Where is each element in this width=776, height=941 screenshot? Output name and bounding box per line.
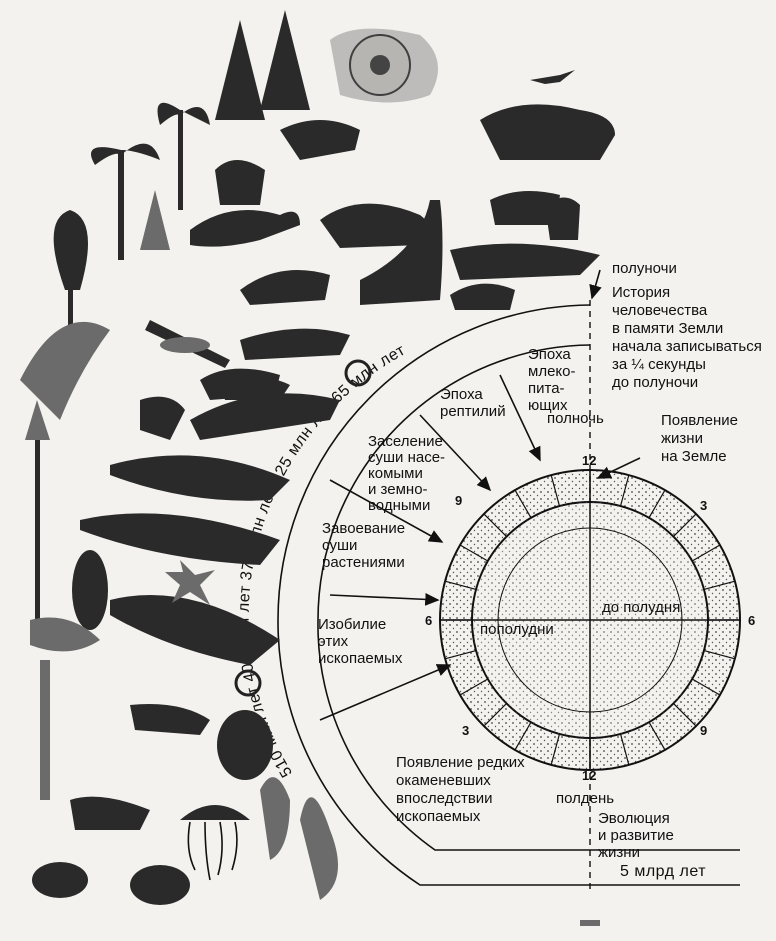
label-line: Изобилие bbox=[318, 616, 386, 633]
label-line: Появление bbox=[661, 412, 738, 429]
label-line: человечества bbox=[612, 302, 708, 319]
clock-tick bbox=[514, 489, 532, 519]
label-line: Эпоха bbox=[528, 346, 571, 363]
label-line: в памяти Земли bbox=[612, 320, 723, 337]
label-line: на Земле bbox=[661, 448, 727, 465]
label-line: растениями bbox=[322, 554, 405, 571]
clock-number-bottom-left: 3 bbox=[462, 723, 469, 738]
label-line: Завоевание bbox=[322, 520, 405, 537]
dinosaur-icon bbox=[190, 120, 443, 440]
clock-tick bbox=[483, 703, 507, 727]
clock-tick bbox=[459, 544, 489, 562]
label-line: жизни bbox=[598, 844, 640, 861]
clock-tick bbox=[444, 649, 477, 660]
spiral-end-label: 5 млрд лет bbox=[620, 863, 706, 880]
label-line: пита- bbox=[528, 380, 565, 397]
label-line: ископаемых bbox=[318, 650, 403, 667]
bird-icon bbox=[530, 70, 575, 84]
label-line: и развитие bbox=[598, 827, 674, 844]
label-line: жизни bbox=[661, 430, 703, 447]
clock-number-bottom: 12 bbox=[582, 768, 596, 783]
shell-icon bbox=[32, 359, 372, 905]
clock-tick bbox=[691, 678, 721, 696]
jellyfish-icon bbox=[180, 805, 250, 881]
label-line: окаменевших bbox=[396, 772, 491, 789]
label-line: суши насе- bbox=[368, 449, 445, 466]
bottom-marker bbox=[580, 920, 600, 926]
clock-tick bbox=[619, 733, 630, 766]
label-line: и земно- bbox=[368, 481, 428, 498]
clock-tick bbox=[550, 733, 561, 766]
clock-tick bbox=[673, 513, 697, 537]
label-line: комыми bbox=[368, 465, 423, 482]
clock-tick bbox=[514, 721, 532, 751]
insect-icon bbox=[140, 320, 290, 440]
label-line: этих bbox=[318, 633, 349, 650]
label-line: начала записываться bbox=[612, 338, 762, 355]
conifer-icon bbox=[25, 10, 310, 620]
clock-tick bbox=[691, 544, 721, 562]
spiral-band bbox=[277, 304, 740, 886]
clock-tick bbox=[648, 721, 666, 751]
clock-number-top: 12 bbox=[582, 453, 596, 468]
organism-illustrations bbox=[20, 10, 615, 926]
label-line: за ¼ секунды bbox=[612, 356, 706, 373]
fish-icon bbox=[80, 455, 290, 665]
label-line: Появление редких bbox=[396, 754, 525, 771]
after-noon-label: пополудни bbox=[480, 621, 554, 638]
clock-tick bbox=[673, 703, 697, 727]
magnolia-flower-icon bbox=[330, 28, 438, 103]
clock-tick bbox=[444, 580, 477, 591]
clock-tick bbox=[703, 580, 736, 591]
clock-tick bbox=[550, 474, 561, 507]
label-line: Заселение bbox=[368, 433, 443, 450]
label-line: впоследствии bbox=[396, 790, 493, 807]
noon-label: полдень bbox=[556, 790, 614, 807]
clock-number-right-outer: 6 bbox=[748, 613, 755, 628]
clock-tick bbox=[648, 489, 666, 519]
label-line: История bbox=[612, 284, 670, 301]
label-line: Эпоха bbox=[440, 386, 483, 403]
fern-icon bbox=[20, 210, 110, 420]
label-line: ющих bbox=[528, 397, 568, 414]
arrows bbox=[319, 269, 641, 721]
trilobite-icon bbox=[30, 550, 273, 780]
clock-number-bottom-right: 9 bbox=[700, 723, 707, 738]
label-line: ископаемых bbox=[396, 808, 481, 825]
clock-tick bbox=[619, 474, 630, 507]
clock-tick bbox=[459, 678, 489, 696]
before-noon-label: до полудня bbox=[602, 599, 680, 616]
label-line: суши bbox=[322, 537, 357, 554]
palm-tree-icon bbox=[90, 102, 210, 260]
label-line: Эволюция bbox=[598, 810, 670, 827]
clock bbox=[439, 469, 741, 771]
clock-tick bbox=[703, 649, 736, 660]
label-line: водными bbox=[368, 497, 430, 514]
midnight-label: полночь bbox=[547, 410, 604, 427]
label-line: до полуночи bbox=[612, 374, 698, 391]
clock-number-right-inner: 3 bbox=[700, 498, 707, 513]
clock-number-left-inner: 9 bbox=[455, 493, 462, 508]
mammal-icon bbox=[450, 104, 615, 310]
label-line: млеко- bbox=[528, 363, 575, 380]
clock-tick bbox=[483, 513, 507, 537]
midnight-top-label: полуночи bbox=[612, 260, 677, 277]
clock-number-left-outer: 6 bbox=[425, 613, 432, 628]
label-line: рептилий bbox=[440, 403, 506, 420]
